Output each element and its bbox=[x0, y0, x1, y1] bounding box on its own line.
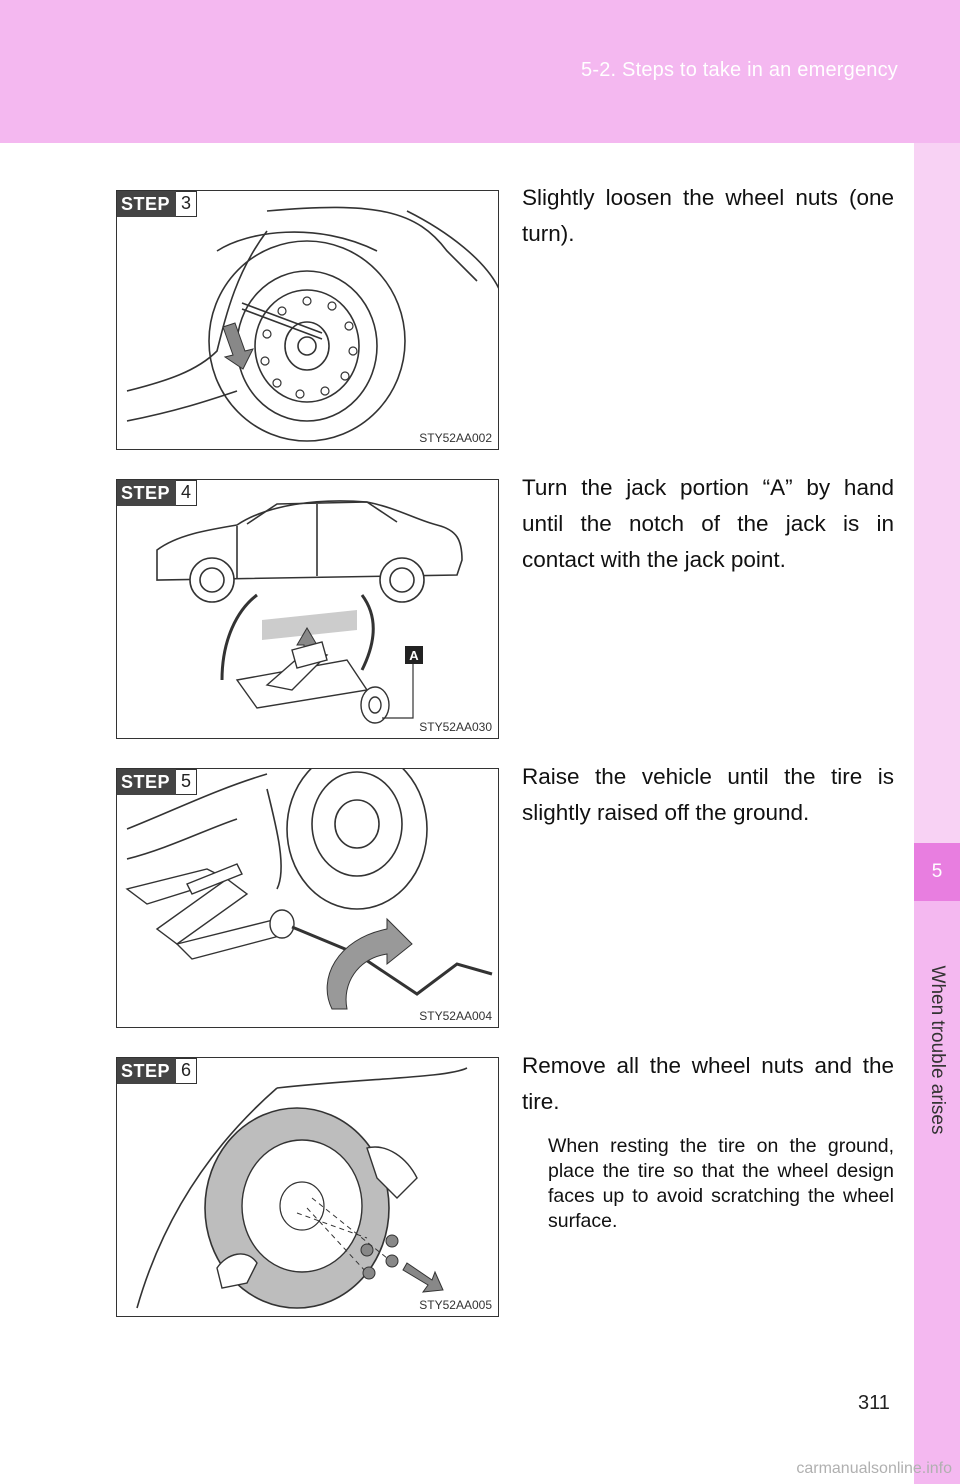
step-badge-word: STEP bbox=[117, 769, 177, 795]
step-badge-number: 5 bbox=[176, 769, 198, 795]
wheel-loosen-illustration bbox=[126, 206, 498, 442]
step-3-badge: STEP 3 bbox=[117, 191, 198, 217]
step-badge-number: 6 bbox=[176, 1058, 198, 1084]
watermark: carmanualsonline.info bbox=[796, 1460, 952, 1477]
step-badge-word: STEP bbox=[117, 480, 177, 506]
raise-vehicle-illustration bbox=[125, 769, 493, 1010]
chapter-number: 5 bbox=[931, 861, 943, 882]
callout-a-label: A bbox=[409, 648, 419, 663]
figure-code: STY52AA005 bbox=[419, 1298, 492, 1312]
chapter-title: When trouble arises bbox=[927, 965, 948, 1135]
figure-code: STY52AA004 bbox=[419, 1009, 492, 1023]
step-5-badge: STEP 5 bbox=[117, 769, 198, 795]
side-tab-lower bbox=[914, 901, 960, 1484]
chapter-tab: 5 bbox=[914, 843, 960, 901]
step-6-text: Remove all the wheel nuts and the tire. bbox=[522, 1053, 894, 1114]
step-5-figure: STEP 5 STY52AA004 bbox=[116, 768, 499, 1028]
figure-code: STY52AA002 bbox=[419, 431, 492, 445]
step-4-figure: STEP 4 A STY52AA030 bbox=[116, 479, 499, 739]
section-title: 5-2. Steps to take in an emergency bbox=[581, 59, 898, 81]
step-5-text: Raise the vehicle until the tire is slig… bbox=[522, 764, 894, 825]
step-badge-word: STEP bbox=[117, 191, 177, 217]
step-6-figure: STEP 6 STY52AA005 bbox=[116, 1057, 499, 1317]
side-tab-upper bbox=[914, 143, 960, 843]
step-badge-word: STEP bbox=[117, 1058, 177, 1084]
step-badge-number: 3 bbox=[176, 191, 198, 217]
figure-code: STY52AA030 bbox=[419, 720, 492, 734]
step-3-figure: STEP 3 STY52AA002 bbox=[116, 190, 499, 450]
step-badge-number: 4 bbox=[176, 480, 198, 506]
step-4-badge: STEP 4 bbox=[117, 480, 198, 506]
remove-tire-illustration bbox=[136, 1067, 468, 1309]
step-3-text: Slightly loosen the wheel nuts (one turn… bbox=[522, 185, 894, 246]
jack-position-illustration: A bbox=[156, 500, 463, 724]
step-4-text: Turn the jack portion “A” by hand until … bbox=[522, 475, 894, 572]
step-6-badge: STEP 6 bbox=[117, 1058, 198, 1084]
header-band: 5-2. Steps to take in an emergency bbox=[0, 0, 960, 143]
step-6-note: When resting the tire on the ground, pla… bbox=[548, 1135, 894, 1232]
page-number: 311 bbox=[858, 1392, 890, 1414]
